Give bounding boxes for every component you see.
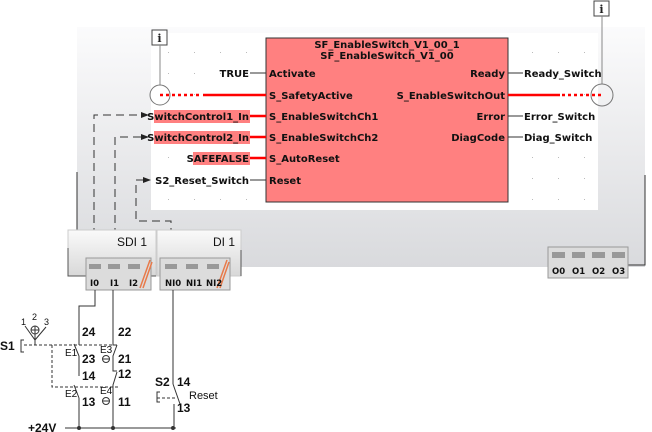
terminal-i1[interactable]: I1 — [110, 279, 119, 289]
var-ready-switch[interactable]: Ready_Switch — [524, 69, 602, 80]
svg-text:i: i — [599, 3, 603, 16]
fb-inputs: Activate S_SafetyActive S_EnableSwitchCh… — [269, 69, 378, 187]
s2-label: S2 — [155, 375, 170, 389]
terminal-i0[interactable]: I0 — [90, 279, 99, 289]
var-s2-reset-switch[interactable]: S2_Reset_Switch — [155, 176, 249, 187]
terminal-23: 23 — [82, 352, 96, 366]
terminal-ni2[interactable]: NI2 — [206, 279, 222, 289]
terminal-o1[interactable]: O1 — [572, 267, 585, 277]
terminal-24: 24 — [82, 325, 96, 339]
pin-reset: Reset — [269, 176, 301, 187]
fb-type-name: SF_EnableSwitch_V1_00 — [320, 51, 453, 62]
terminal-12: 12 — [118, 367, 132, 381]
supply-label: +24V — [28, 421, 56, 432]
pin-error: Error — [477, 112, 506, 123]
terminal-ni1[interactable]: NI1 — [186, 279, 202, 289]
s2-caption: Reset — [189, 390, 218, 402]
var-true[interactable]: TRUE — [220, 69, 250, 80]
pin-s-enableswitchch1: S_EnableSwitchCh1 — [269, 112, 378, 123]
terminal-ni0[interactable]: NI0 — [165, 279, 181, 289]
terminal-13: 13 — [82, 395, 96, 409]
terminal-o0[interactable]: O0 — [552, 267, 565, 277]
info-icon-right[interactable]: i — [590, 0, 614, 107]
terminal-22: 22 — [118, 325, 132, 339]
contact-e3: E3 — [100, 345, 113, 356]
var-error-switch[interactable]: Error_Switch — [524, 112, 595, 123]
s2-terminal-14: 14 — [177, 375, 191, 389]
s1-selector-icon — [24, 325, 47, 345]
var-safefalse[interactable]: SAFEFALSE — [187, 154, 250, 165]
terminal-21: 21 — [118, 352, 132, 366]
terminal-o3[interactable]: O3 — [612, 267, 625, 277]
di-module[interactable]: DI 1 NI0 NI1 NI2 — [156, 229, 242, 291]
di-label: DI 1 — [213, 235, 235, 249]
var-switchcontrol1-in[interactable]: SwitchControl1_In — [147, 112, 249, 123]
pin-ready: Ready — [470, 69, 505, 80]
sdi-module[interactable]: SDI 1 I0 I1 I2 — [67, 229, 157, 291]
fb-instance-name: SF_EnableSwitch_V1_00_1 — [314, 40, 459, 51]
pin-s-autoreset: S_AutoReset — [269, 154, 340, 165]
function-block[interactable] — [265, 37, 509, 203]
contact-e1: E1 — [65, 348, 78, 359]
terminal-11: 11 — [118, 395, 131, 409]
terminal-o2[interactable]: O2 — [592, 267, 605, 277]
info-icon-left[interactable]: i — [149, 29, 171, 106]
var-diag-switch[interactable]: Diag_Switch — [524, 133, 592, 144]
output-module[interactable]: O0 O1 O2 O3 — [547, 246, 629, 279]
pin-s-safetyactive: S_SafetyActive — [269, 91, 353, 102]
terminal-i2[interactable]: I2 — [129, 279, 138, 289]
s1-pos-2: 2 — [32, 312, 37, 322]
var-switchcontrol2-in[interactable]: SwitchControl2_In — [147, 133, 249, 144]
pin-activate: Activate — [269, 69, 316, 80]
contact-e4: E4 — [100, 386, 113, 397]
svg-text:i: i — [157, 32, 161, 45]
contact-e2: E2 — [65, 389, 78, 400]
wiring — [65, 290, 181, 429]
terminal-14: 14 — [82, 369, 96, 383]
pin-diagcode: DiagCode — [451, 133, 505, 144]
pin-s-enableswitchout: S_EnableSwitchOut — [397, 91, 506, 102]
sdi-label: SDI 1 — [117, 235, 147, 249]
s1-label: S1 — [0, 339, 15, 353]
s1-pos-1: 1 — [21, 317, 26, 327]
s2-terminal-13: 13 — [177, 401, 191, 415]
pin-s-enableswitchch2: S_EnableSwitchCh2 — [269, 133, 378, 144]
s1-pos-3: 3 — [44, 317, 49, 327]
